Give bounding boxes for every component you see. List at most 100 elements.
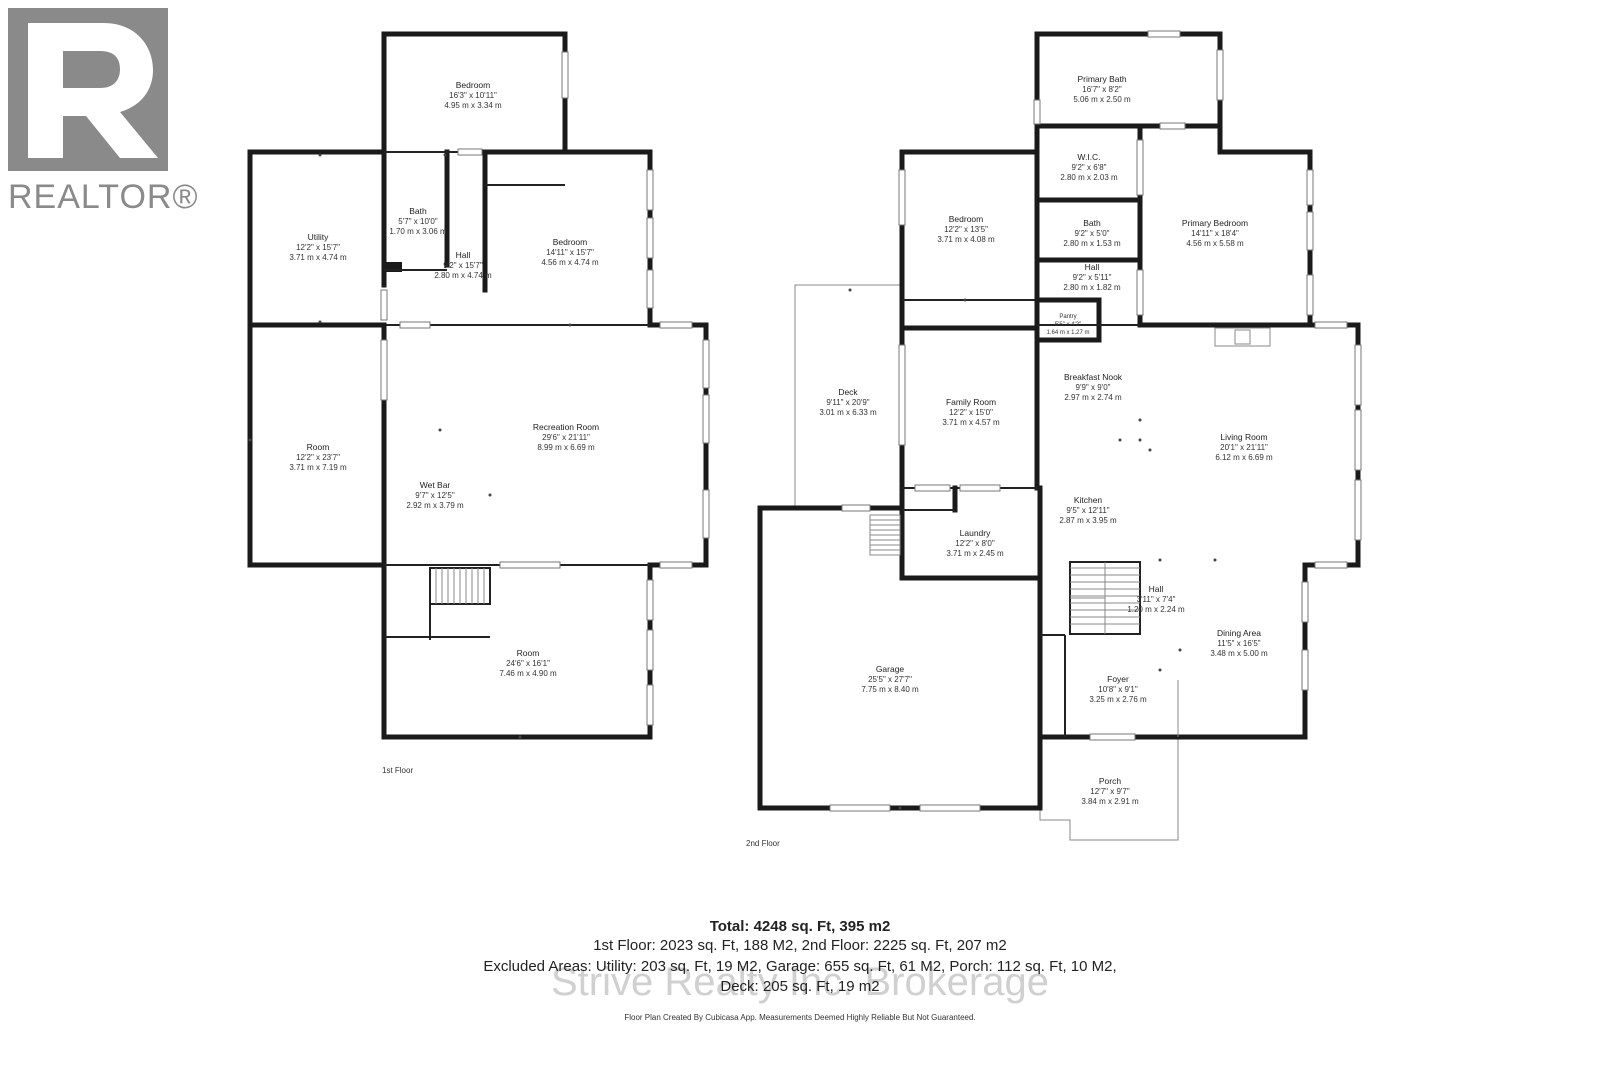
room-metric: 3.71 m x 2.45 m <box>946 549 1004 558</box>
room-name: Primary Bath <box>1077 74 1126 84</box>
area-floors: 1st Floor: 2023 sq. Ft, 188 M2, 2nd Floo… <box>593 937 1007 954</box>
room-metric: 3.84 m x 2.91 m <box>1081 797 1139 806</box>
room-label-utility: Utility 12'2" x 15'7" 3.71 m x 4.74 m <box>289 232 347 262</box>
room-imperial: 12'7" x 9'7" <box>1090 787 1130 796</box>
floor-label-second: 2nd Floor <box>746 839 780 848</box>
room-imperial: 9'2" x 15'7" <box>443 261 483 270</box>
realtor-r-logo-icon <box>8 8 168 171</box>
room-imperial: 5'7" x 10'0" <box>398 217 438 226</box>
room-name: Recreation Room <box>533 422 599 432</box>
room-name: Bedroom <box>456 80 491 90</box>
room-label-bedroom-right: Bedroom 14'11" x 15'7" 4.56 m x 4.74 m <box>541 237 599 267</box>
room-name: Bedroom <box>553 237 588 247</box>
room-label-porch: Porch 12'7" x 9'7" 3.84 m x 2.91 m <box>1081 776 1139 806</box>
brokerage-watermark: Strive Realty Inc. Brokerage <box>551 960 1049 1004</box>
room-label-family-room: Family Room 12'2" x 15'0" 3.71 m x 4.57 … <box>942 397 1000 427</box>
realtor-wordmark: REALTOR® <box>8 178 199 216</box>
room-label-garage: Garage 25'5" x 27'7" 7.75 m x 8.40 m <box>861 664 919 694</box>
stairs-first-floor <box>429 567 491 605</box>
room-imperial: 20'1" x 21'11" <box>1220 443 1268 452</box>
room-imperial: 5'5" x 4'2" <box>1055 322 1081 328</box>
room-metric: 1.70 m x 3.06 m <box>389 227 447 236</box>
room-metric: 3.71 m x 4.57 m <box>942 418 1000 427</box>
room-imperial: 9'2" x 5'11" <box>1073 273 1112 282</box>
stairs-garage <box>869 514 901 556</box>
room-name: Wet Bar <box>420 480 451 490</box>
room-label-deck: Deck 9'11" x 20'9" 3.01 m x 6.33 m <box>819 387 877 417</box>
room-label-wic: W.I.C. 9'2" x 6'8" 2.80 m x 2.03 m <box>1060 152 1118 182</box>
room-imperial: 25'5" x 27'7" <box>868 675 912 684</box>
room-metric: 2.97 m x 2.74 m <box>1064 393 1122 402</box>
room-imperial: 9'7" x 12'5" <box>415 491 455 500</box>
room-imperial: 9'9" x 9'0" <box>1076 383 1111 392</box>
room-imperial: 16'3" x 10'11" <box>449 91 497 100</box>
room-metric: 2.80 m x 1.53 m <box>1063 239 1121 248</box>
room-metric: 3.71 m x 4.08 m <box>937 235 995 244</box>
room-metric: 4.95 m x 3.34 m <box>444 101 502 110</box>
room-imperial: 10'8" x 9'1" <box>1098 685 1138 694</box>
room-metric: 3.71 m x 4.74 m <box>289 253 347 262</box>
area-excluded: Excluded Areas: Utility: 203 sq. Ft, 19 … <box>483 958 1117 975</box>
room-imperial: 12'2" x 13'5" <box>944 225 988 234</box>
room-name: Room <box>517 648 540 658</box>
room-name: Foyer <box>1107 674 1129 684</box>
room-imperial: 12'2" x 23'7" <box>296 453 340 462</box>
room-label-primary-bath: Primary Bath 16'7" x 8'2" 5.06 m x 2.50 … <box>1073 74 1131 104</box>
room-imperial: 12'2" x 15'0" <box>949 408 993 417</box>
room-metric: 3.71 m x 7.19 m <box>289 463 347 472</box>
room-imperial: 9'2" x 5'0" <box>1075 229 1110 238</box>
room-imperial: 11'5" x 16'5" <box>1217 639 1260 648</box>
room-name: Laundry <box>960 528 991 538</box>
room-name: Utility <box>308 232 330 242</box>
room-label-foyer: Foyer 10'8" x 9'1" 3.25 m x 2.76 m <box>1089 674 1147 704</box>
room-name: Deck <box>838 387 858 397</box>
room-name: Pantry <box>1059 314 1076 320</box>
room-label-hall: Hall 9'2" x 15'7" 2.80 m x 4.74 m <box>434 250 492 280</box>
room-metric: 3.01 m x 6.33 m <box>819 408 877 417</box>
room-metric: 7.75 m x 8.40 m <box>861 685 919 694</box>
room-label-bedroom-top: Bedroom 16'3" x 10'11" 4.95 m x 3.34 m <box>444 80 502 110</box>
room-imperial: 16'7" x 8'2" <box>1082 85 1122 94</box>
room-metric: 2.80 m x 4.74 m <box>434 271 492 280</box>
room-label-room-left: Room 12'2" x 23'7" 3.71 m x 7.19 m <box>289 442 347 472</box>
room-imperial: 3'11" x 7'4" <box>1137 595 1176 604</box>
disclaimer: Floor Plan Created By Cubicasa App. Meas… <box>624 1013 976 1022</box>
room-imperial: 14'11" x 15'7" <box>546 248 594 257</box>
room-name: W.I.C. <box>1077 152 1100 162</box>
room-metric: 1.64 m x 1.27 m <box>1046 330 1089 336</box>
room-imperial: 29'6" x 21'11" <box>542 433 590 442</box>
fireplace-icon <box>1214 327 1271 347</box>
room-name: Room <box>307 442 330 452</box>
room-metric: 2.92 m x 3.79 m <box>406 501 464 510</box>
room-imperial: 12'2" x 8'0" <box>955 539 995 548</box>
room-label-pantry: Pantry 5'5" x 4'2" 1.64 m x 1.27 m <box>1046 314 1089 336</box>
room-imperial: 12'2" x 15'7" <box>296 243 340 252</box>
room-name: Hall <box>456 250 471 260</box>
room-metric: 2.87 m x 3.95 m <box>1059 516 1117 525</box>
room-name: Dining Area <box>1217 628 1261 638</box>
second-floor-plan <box>757 30 1362 841</box>
room-name: Bath <box>1083 218 1101 228</box>
room-label-primary-bedroom: Primary Bedroom 14'11" x 18'4" 4.56 m x … <box>1182 218 1248 248</box>
room-name: Bedroom <box>949 214 984 224</box>
room-label-living-room: Living Room 20'1" x 21'11" 6.12 m x 6.69… <box>1215 432 1273 462</box>
floor-label-first: 1st Floor <box>382 766 413 775</box>
room-label-bath-2f: Bath 9'2" x 5'0" 2.80 m x 1.53 m <box>1063 218 1121 248</box>
room-name: Hall <box>1149 584 1164 594</box>
area-total: Total: 4248 sq. Ft, 395 m2 <box>709 918 891 935</box>
room-metric: 5.06 m x 2.50 m <box>1073 95 1131 104</box>
room-metric: 2.80 m x 2.03 m <box>1060 173 1118 182</box>
room-name: Porch <box>1099 776 1121 786</box>
room-name: Breakfast Nook <box>1064 372 1123 382</box>
room-label-bath: Bath 5'7" x 10'0" 1.70 m x 3.06 m <box>389 206 447 236</box>
room-metric: 3.48 m x 5.00 m <box>1210 649 1268 658</box>
area-excluded-deck: Deck: 205 sq. Ft, 19 m2 <box>720 978 880 995</box>
room-label-bedroom-2f: Bedroom 12'2" x 13'5" 3.71 m x 4.08 m <box>937 214 995 244</box>
room-name: Living Room <box>1220 432 1267 442</box>
room-label-hall-2f: Hall 9'2" x 5'11" 2.80 m x 1.82 m <box>1063 262 1121 292</box>
room-metric: 4.56 m x 4.74 m <box>541 258 599 267</box>
room-metric: 8.99 m x 6.69 m <box>537 443 595 452</box>
first-floor-plan <box>247 31 710 740</box>
